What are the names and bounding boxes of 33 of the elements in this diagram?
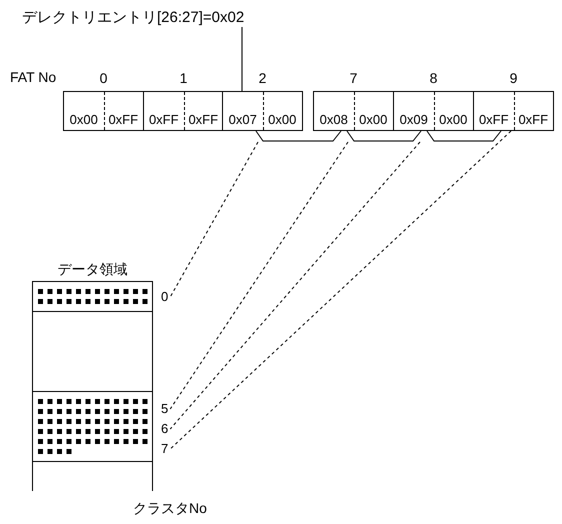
axis-caption: クラスタNo (133, 500, 207, 518)
connector-line (256, 130, 342, 142)
hex-value: 0x00 (267, 112, 298, 127)
cluster-number: 6 (161, 421, 168, 436)
hex-value: 0xFF (148, 112, 180, 127)
cluster-number: 0 (161, 289, 168, 304)
fat-number: 7 (348, 70, 358, 86)
hex-value: 0xFF (187, 112, 220, 127)
hex-value: 0x09 (398, 112, 429, 127)
hex-value: 0x07 (228, 112, 258, 127)
hex-value: 0xFF (478, 112, 510, 127)
fat-number: 0 (98, 70, 108, 86)
leader-line (170, 142, 420, 430)
leader-line (170, 130, 512, 450)
hex-value: 0x00 (358, 112, 388, 127)
hex-value: 0xFF (107, 112, 140, 127)
hex-value: 0x00 (438, 112, 468, 127)
axis-caption: FAT No (10, 69, 56, 85)
hex-value: 0xFF (517, 112, 550, 127)
cluster-number: 7 (161, 441, 168, 456)
area-heading: データ領域 (56, 261, 128, 279)
fat-number: 2 (258, 70, 268, 86)
hex-value: 0x08 (318, 112, 349, 127)
hex-value: 0x00 (68, 112, 99, 127)
connector-line (346, 130, 422, 142)
fat-number: 8 (428, 70, 438, 86)
connector-line (426, 130, 502, 142)
leader-line (170, 142, 348, 410)
fat-number: 9 (508, 70, 518, 86)
cluster-number: 5 (161, 401, 168, 416)
fat-number: 1 (178, 70, 188, 86)
leader-line (170, 142, 258, 298)
directory-entry-text: デレクトリエントリ[26:27]=0x02 (22, 8, 244, 27)
